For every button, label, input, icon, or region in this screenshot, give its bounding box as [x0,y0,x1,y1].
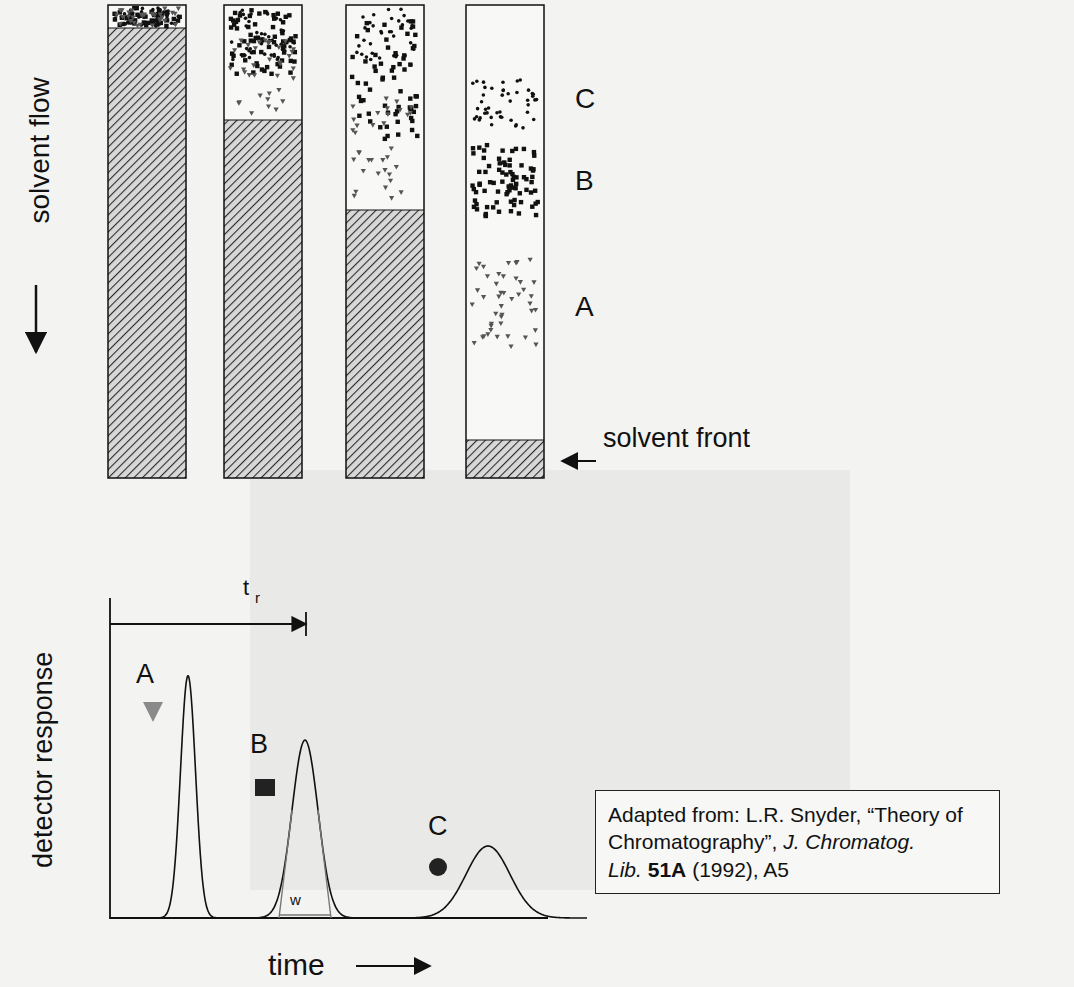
columns [108,5,544,478]
subscript: r [255,590,260,607]
citation-box: Adapted from: L.R. Snyder, “Theory of Ch… [595,790,1000,894]
square-symbol [255,779,275,796]
citation-text: (1992), A5 [692,858,789,881]
symbol-label: t [243,576,249,600]
peak [247,740,364,918]
peak [389,846,587,918]
band-letter: C [575,84,595,115]
peak-letter: B [250,730,268,760]
annotation: solvent front [603,424,753,454]
citation-text: 51A [648,858,687,881]
peak-letter: C [428,812,448,842]
axes [110,598,548,918]
width-label: w [290,892,301,909]
band-letter: B [575,166,594,197]
triangle-symbol [143,702,163,722]
time-arrow [356,965,430,967]
axis-label: solvent flow [25,77,56,223]
retention-arrow [110,623,306,625]
band-letter: A [575,292,594,323]
axis-label: time [268,948,325,981]
flow-arrow [35,285,38,352]
front-arrow [562,460,596,462]
column [224,5,302,478]
column [466,5,544,478]
column [108,5,186,478]
width-tangents [279,810,331,918]
peak-letter: A [136,660,154,690]
circle-symbol [429,858,447,876]
peak [154,676,221,918]
chromatogram [110,598,587,966]
column [346,5,424,478]
axis-label: detector response [29,652,59,868]
